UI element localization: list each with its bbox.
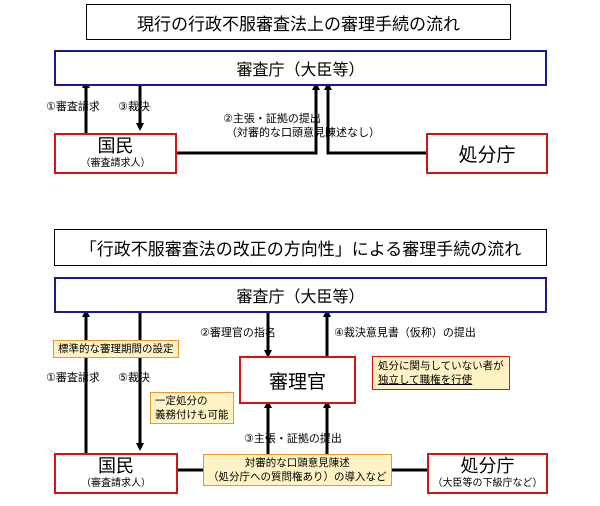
section1-title: 現行の行政不服審査法上の審理手続の流れ [86, 4, 511, 40]
section2-note-obligation-line1: 一定処分の [155, 395, 208, 407]
section2-label-claim: ③主張・証拠の提出 [244, 432, 342, 445]
section1-citizen-name: 国民 [97, 136, 134, 157]
section2-note-oral: 対審的な口頭意見陳述 （処分庁への質問権あり）の導入など [203, 454, 392, 486]
section2-disposer-box: 処分庁 （大臣等の下級庁など） [427, 453, 548, 494]
section2-note-period: 標準的な審理期間の設定 [53, 340, 179, 358]
section2-label-decision: ⑤裁決 [118, 371, 150, 384]
section2-note-oral-line1: 対審的な口頭意見陳述 [244, 457, 350, 469]
section2-note-independent: 処分に関与していない者が 独立して職権を行使 [372, 356, 510, 390]
section2-note-independent-line2: 独立して職権を行使 [378, 374, 473, 386]
section1-citizen-box: 国民 （審査請求人） [54, 133, 177, 174]
section2-label-opinion: ④裁決意見書（仮称）の提出 [334, 326, 476, 339]
claim-path-1 [177, 82, 320, 155]
section2-disposer-name: 処分庁 [460, 456, 515, 477]
section2-citizen-sub: （審査請求人） [81, 478, 151, 489]
section2-examiner-box: 審理官 [239, 356, 356, 404]
section1-label-decision: ③裁決 [118, 100, 150, 113]
section2-note-obligation-line2: 義務付けも可能 [155, 409, 229, 421]
section2-disposer-sub: （大臣等の下級庁など） [432, 478, 543, 489]
section1-disposer-name: 処分庁 [458, 144, 516, 166]
section2-title: 「行政不服審査法の改正の方向性」による審理手続の流れ [54, 229, 547, 266]
section2-label-request: ①審査請求 [46, 371, 100, 384]
section2-note-oral-line2: （処分庁への質問権あり）の導入など [208, 471, 387, 483]
section2-agency-box: 審査庁（大臣等） [54, 277, 547, 313]
section1-label-claim: ②主張・証拠の提出 [223, 112, 321, 125]
section1-disposer-box: 処分庁 [426, 133, 548, 174]
section2-note-obligation: 一定処分の 義務付けも可能 [150, 392, 234, 424]
section1-agency-box: 審査庁（大臣等） [54, 50, 547, 86]
section2-examiner-name: 審理官 [268, 370, 326, 393]
section1-label-claim-note: （対審的な口頭意見陳述なし） [226, 126, 380, 139]
section2-note-independent-line1: 処分に関与していない者が [378, 360, 504, 372]
section2-citizen-name: 国民 [98, 456, 134, 477]
section1-citizen-sub: （審査請求人） [80, 158, 151, 169]
section2-label-appoint: ②審理官の指名 [200, 326, 276, 339]
section2-citizen-box: 国民 （審査請求人） [54, 453, 178, 494]
claim-path-1b [324, 82, 426, 155]
section1-label-request: ①審査請求 [46, 100, 100, 113]
